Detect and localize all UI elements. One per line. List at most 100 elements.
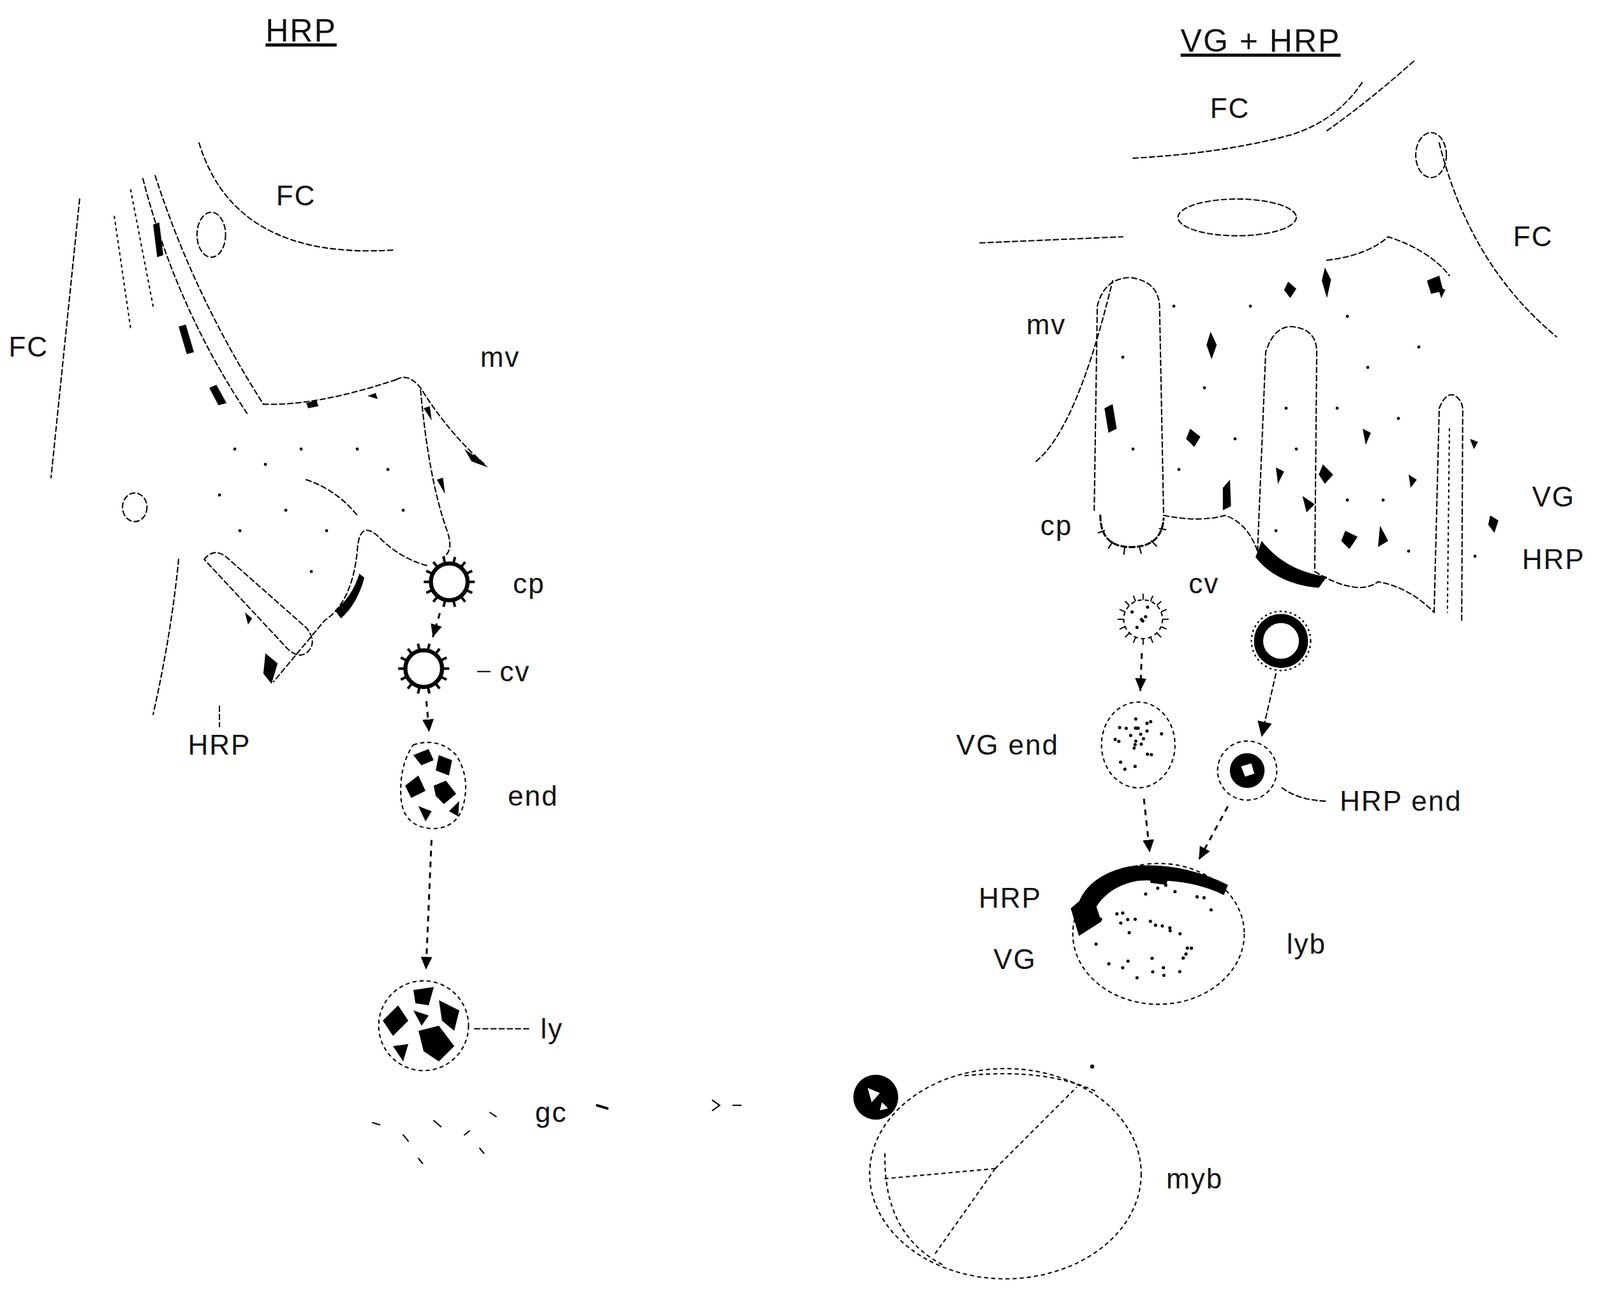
structure-label: FC <box>5 331 52 363</box>
drawing-circle <box>1258 618 1304 664</box>
drawing-path <box>114 216 131 329</box>
drawing-path <box>1133 637 1137 644</box>
drawing-path <box>1314 571 1435 613</box>
hrp-coated-vesicle <box>1251 611 1312 671</box>
drawing-path <box>367 392 378 400</box>
drawing-circle <box>1381 498 1386 503</box>
drawing-path <box>1161 609 1167 613</box>
drawing-path <box>382 986 460 1062</box>
drawing-circle <box>1140 618 1144 622</box>
drawing-path <box>1326 61 1414 131</box>
drawing-circle <box>378 981 469 1072</box>
drawing-circle <box>1149 753 1153 757</box>
organelle-label: cv <box>496 656 533 688</box>
drawing-circle <box>1148 919 1153 924</box>
drawing-circle <box>1233 437 1238 441</box>
drawing-circle <box>1217 741 1278 801</box>
drawing-circle <box>405 650 443 688</box>
drawing-circle <box>325 529 329 533</box>
drawing-circle <box>1143 615 1148 619</box>
drawing-path <box>153 559 179 715</box>
organelle-node: HRP end <box>1216 740 1278 802</box>
drawing-path <box>452 599 455 607</box>
drawing-path <box>334 573 365 619</box>
organelle-shape <box>1216 740 1278 802</box>
right-hrp-deposits <box>1090 267 1499 1069</box>
drawing-circle <box>1407 549 1411 554</box>
drawing-path <box>407 683 413 689</box>
drawing-path <box>155 175 264 404</box>
drawing-path <box>306 479 358 516</box>
structure-label: FC <box>273 180 319 212</box>
organelle-node: VG end <box>1100 701 1176 790</box>
drawing-circle <box>1113 738 1117 742</box>
drawing-path <box>130 190 154 307</box>
drawing-circle <box>1126 959 1130 963</box>
organelle-node: end <box>400 741 468 830</box>
drawing-path <box>372 1112 497 1164</box>
drawing-path <box>1275 467 1285 485</box>
drawing-circle <box>1335 407 1340 411</box>
drawing-ellipse <box>1415 132 1447 178</box>
drawing-circle <box>1122 768 1126 772</box>
drawing-circle <box>1135 976 1139 980</box>
drawing-path <box>417 643 420 651</box>
drawing-circle <box>1141 737 1146 741</box>
drawing-path <box>597 1105 608 1109</box>
drawing-path <box>1206 331 1217 360</box>
drawing-ellipse <box>122 493 147 522</box>
vesicle-arrowhead <box>1257 720 1272 738</box>
drawing-ellipse <box>869 1068 1142 1280</box>
drawing-path <box>142 178 247 414</box>
drawing-path <box>51 199 80 478</box>
drawing-circle <box>1229 753 1265 788</box>
organelle-label: myb <box>1163 1163 1226 1195</box>
drawing-circle <box>1130 610 1134 614</box>
drawing-path <box>1362 428 1371 446</box>
drawing-path <box>427 643 430 651</box>
drawing-circle <box>1173 889 1177 894</box>
panel-title: VG + HRP <box>1178 23 1344 59</box>
structure-label: gc <box>532 1097 570 1128</box>
left-hrp-deposits <box>153 222 489 684</box>
organelle-shape <box>1119 595 1167 644</box>
drawing-path <box>209 384 227 406</box>
drawing-circle <box>238 529 242 533</box>
organelle-label: VG end <box>953 729 1062 761</box>
drawing-path <box>1133 81 1363 159</box>
drawing-circle <box>233 447 237 452</box>
drawing-circle <box>1120 965 1125 970</box>
drawing-path <box>435 648 440 655</box>
drawing-path <box>465 589 473 593</box>
drawing-path <box>1142 593 1144 601</box>
drawing-circle <box>1127 931 1132 935</box>
drawing-path <box>1302 496 1315 513</box>
drawing-path <box>199 142 393 251</box>
organelle-node: HRPVGlyb <box>1071 862 1246 1006</box>
structure-label: HRP <box>1519 544 1588 575</box>
drawing-path <box>423 406 432 421</box>
drawing-path <box>1125 633 1130 638</box>
drawing-circle <box>1150 970 1155 974</box>
drawing-path <box>1156 633 1162 638</box>
organelle-node: cv <box>401 646 446 691</box>
drawing-path <box>464 449 489 468</box>
structure-label: cp <box>1037 510 1075 541</box>
drawing-circle <box>1132 746 1136 750</box>
drawing-path <box>433 596 438 603</box>
drawing-path <box>398 667 406 670</box>
drawing-circle <box>1417 345 1421 349</box>
organelle-label: HRP <box>976 882 1045 914</box>
drawing-path <box>1150 595 1154 602</box>
drawing-circle <box>1145 729 1149 734</box>
drawing-path <box>1142 639 1144 646</box>
pathway-arrow <box>426 840 432 970</box>
drawing-circle <box>1139 742 1143 746</box>
pathway-arrow <box>1143 798 1150 853</box>
drawing-path <box>1469 438 1479 450</box>
drawing-path <box>460 562 466 568</box>
drawing-circle <box>1162 973 1166 977</box>
drawing-path <box>1133 595 1137 602</box>
